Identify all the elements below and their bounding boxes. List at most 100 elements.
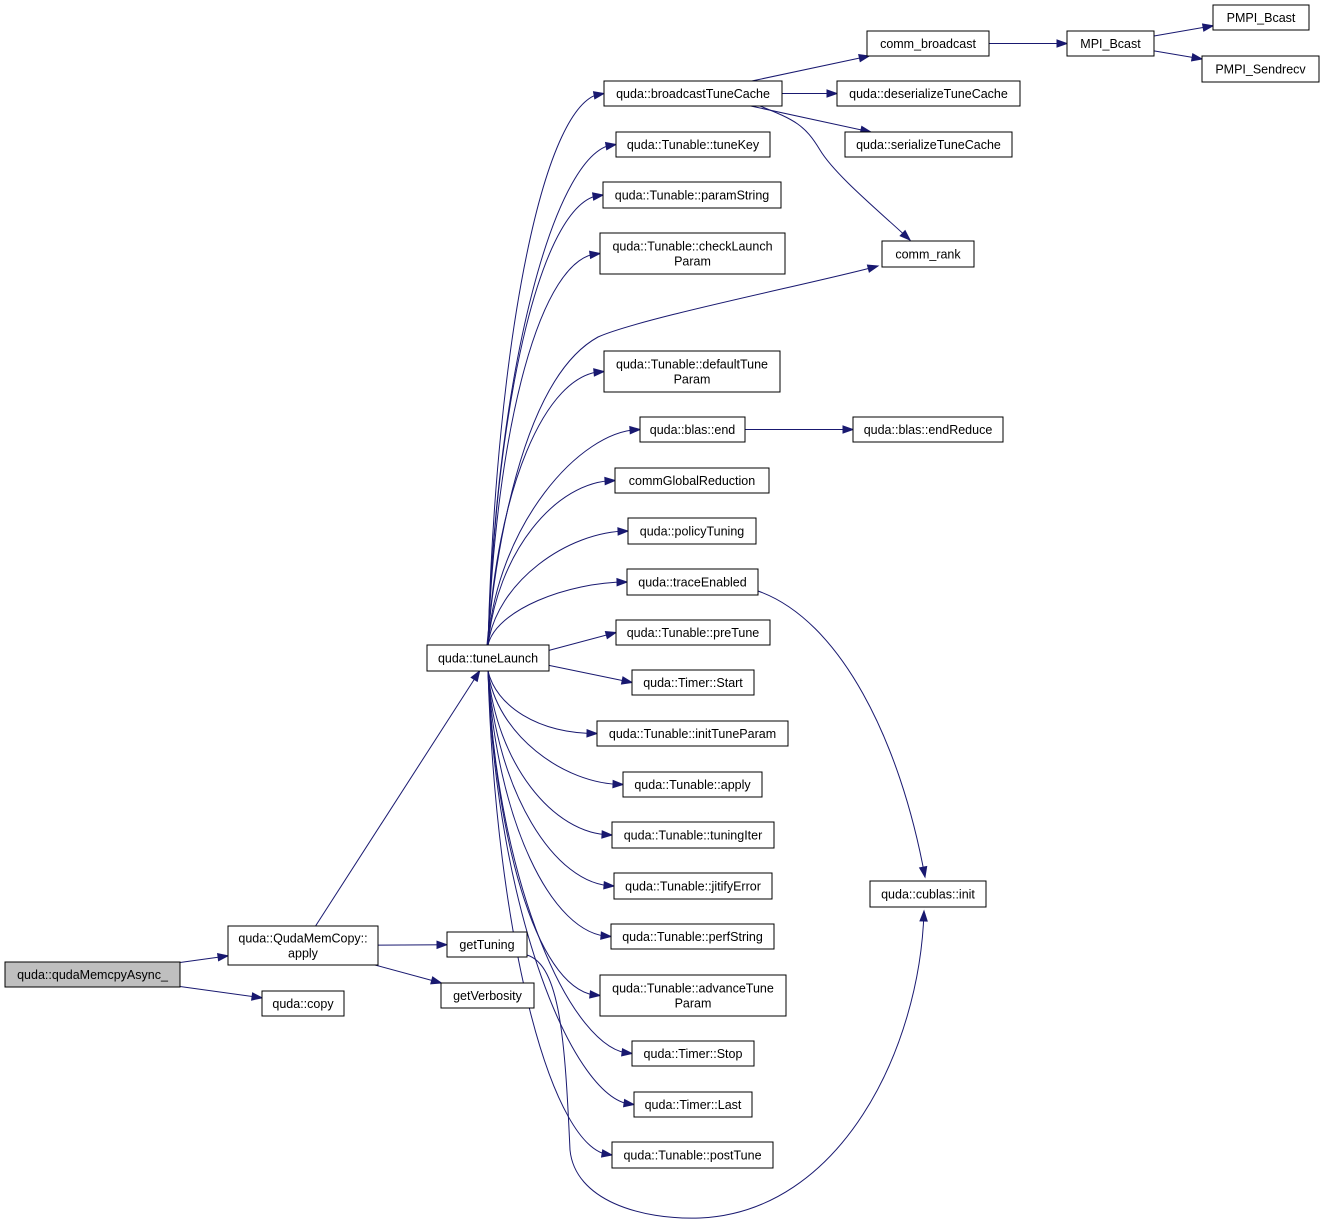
arrowhead <box>1201 23 1215 32</box>
node-label: quda::Timer::Last <box>645 1098 742 1112</box>
node-tuneLaunch[interactable]: quda::tuneLaunch <box>426 644 550 672</box>
node-label: quda::blas::endReduce <box>864 423 993 437</box>
node-preTune[interactable]: quda::Tunable::preTune <box>615 619 771 646</box>
node-box <box>446 931 528 958</box>
edge-tuneLaunch-to-blasEnd <box>487 425 642 646</box>
node-box <box>631 669 755 696</box>
edge-tuneLaunch-to-commRank <box>486 264 880 646</box>
edge-tuneLaunch-to-tunableApply <box>487 670 625 789</box>
node-box <box>626 568 759 596</box>
node-box <box>261 990 345 1017</box>
node-label: Param <box>674 255 711 269</box>
node-getTuning[interactable]: getTuning <box>446 931 528 958</box>
node-commBroadcast[interactable]: comm_broadcast <box>866 30 990 57</box>
edge-tuneLaunch-to-timerStart <box>548 664 634 685</box>
edge-tuneLaunch-to-checkLaunchParam <box>487 250 602 646</box>
arrowhead <box>620 676 634 685</box>
edge-memcopy_apply-to-getVerbosity <box>374 964 443 985</box>
arrowhead <box>918 865 928 879</box>
node-commGlobalReduction[interactable]: commGlobalReduction <box>614 467 770 494</box>
node-label: quda::qudaMemcpyAsync_ <box>17 968 169 982</box>
node-paramString[interactable]: quda::Tunable::paramString <box>602 181 782 209</box>
node-postTune[interactable]: quda::Tunable::postTune <box>611 1141 774 1169</box>
node-copy[interactable]: quda::copy <box>261 990 345 1017</box>
edge-tuneLaunch-to-timerStop <box>487 670 634 1057</box>
node-box <box>1201 55 1320 83</box>
node-box <box>599 974 787 1017</box>
arrowhead <box>919 909 928 922</box>
node-timerStart[interactable]: quda::Timer::Start <box>631 669 755 696</box>
edge-tuneLaunch-to-initTuneParam <box>487 670 599 738</box>
arrowhead <box>604 476 617 486</box>
node-label: quda::QudaMemCopy:: <box>238 932 367 946</box>
edge-memcopy_apply-to-getTuning <box>377 940 449 950</box>
node-getVerbosity[interactable]: getVerbosity <box>440 982 535 1009</box>
node-label: quda::broadcastTuneCache <box>616 87 770 101</box>
node-label: quda::Tunable::postTune <box>623 1149 761 1163</box>
node-pmpiSendrecv[interactable]: PMPI_Sendrecv <box>1201 55 1320 83</box>
node-policyTuning[interactable]: quda::policyTuning <box>627 517 757 545</box>
node-label: apply <box>288 947 319 961</box>
node-pmpiBcast[interactable]: PMPI_Bcast <box>1212 4 1310 31</box>
arrowhead <box>591 192 605 201</box>
arrowhead <box>1190 53 1204 62</box>
arrowhead <box>593 368 606 377</box>
arrowhead <box>436 940 449 950</box>
node-label: comm_broadcast <box>880 37 976 51</box>
node-label: quda::Tunable::tuneKey <box>627 138 760 152</box>
arrowhead <box>600 931 613 940</box>
arrowhead <box>612 779 625 789</box>
node-mpiBcast[interactable]: MPI_Bcast <box>1066 30 1155 57</box>
node-box <box>610 923 775 950</box>
node-blasEnd[interactable]: quda::blas::end <box>639 416 746 443</box>
node-label: quda::Tunable::perfString <box>622 930 763 944</box>
node-deserializeTuneCache[interactable]: quda::deserializeTuneCache <box>836 80 1021 107</box>
edge-tuneLaunch-to-broadcastTuneCache <box>487 91 606 646</box>
arrowhead <box>604 631 618 640</box>
arrowhead <box>616 577 629 587</box>
node-label: quda::Tunable::preTune <box>627 626 760 640</box>
arrowhead <box>866 264 880 273</box>
node-box <box>866 30 990 57</box>
node-label: getTuning <box>459 938 514 952</box>
node-traceEnabled[interactable]: quda::traceEnabled <box>626 568 759 596</box>
node-endReduce[interactable]: quda::blas::endReduce <box>852 416 1004 443</box>
node-label: quda::Tunable::advanceTune <box>612 982 774 996</box>
edge-tuneLaunch-to-preTune <box>548 631 618 651</box>
node-label: quda::Tunable::checkLaunch <box>612 240 772 254</box>
node-serializeTuneCache[interactable]: quda::serializeTuneCache <box>844 131 1013 158</box>
node-jitifyError[interactable]: quda::Tunable::jitifyError <box>613 872 773 900</box>
edge-root-to-copy <box>179 986 264 1001</box>
edge-layer <box>179 23 1215 1219</box>
node-box <box>613 872 773 900</box>
node-label: MPI_Bcast <box>1080 37 1141 51</box>
node-cublasInit[interactable]: quda::cublas::init <box>869 880 987 908</box>
node-label: quda::cublas::init <box>881 888 975 902</box>
node-tunableApply[interactable]: quda::Tunable::apply <box>622 771 763 798</box>
node-tuningIter[interactable]: quda::Tunable::tuningIter <box>611 821 775 849</box>
node-tuneKey[interactable]: quda::Tunable::tuneKey <box>615 131 771 158</box>
node-box <box>614 467 770 494</box>
node-layer: quda::qudaMemcpyAsync_ quda::QudaMemCopy:… <box>4 4 1320 1169</box>
node-label: quda::blas::end <box>650 423 736 437</box>
node-box <box>844 131 1013 158</box>
node-label: quda::copy <box>272 997 334 1011</box>
node-timerStop[interactable]: quda::Timer::Stop <box>631 1040 755 1067</box>
node-timerLast[interactable]: quda::Timer::Last <box>633 1091 753 1118</box>
edge-broadcastTuneCache-to-commRank <box>759 105 912 242</box>
node-commRank[interactable]: comm_rank <box>881 240 975 268</box>
node-box <box>611 1141 774 1169</box>
node-memcopy_apply[interactable]: quda::QudaMemCopy::apply <box>227 925 379 966</box>
node-box <box>622 771 763 798</box>
edge-commBroadcast-to-mpiBcast <box>989 39 1069 48</box>
edge-tuneLaunch-to-paramString <box>487 192 605 646</box>
node-box <box>633 1091 753 1118</box>
node-perfString[interactable]: quda::Tunable::perfString <box>610 923 775 950</box>
node-box <box>852 416 1004 443</box>
node-broadcastTuneCache[interactable]: quda::broadcastTuneCache <box>603 80 783 107</box>
node-initTuneParam[interactable]: quda::Tunable::initTuneParam <box>596 720 789 747</box>
edge-tuneLaunch-to-tuningIter <box>487 670 614 839</box>
